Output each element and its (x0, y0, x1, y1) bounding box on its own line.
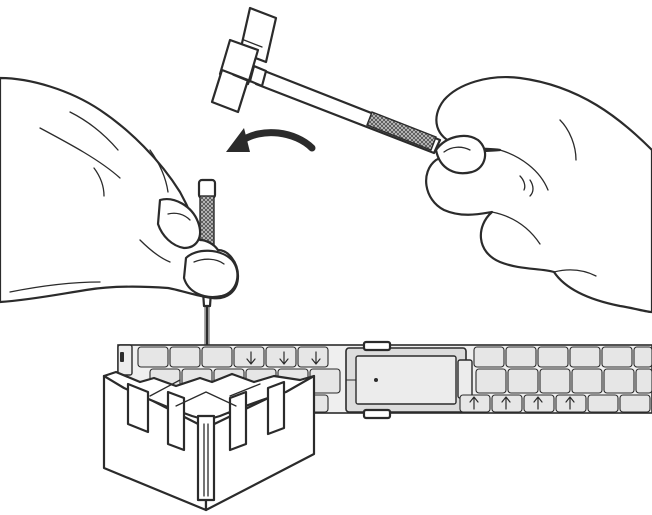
watch-bracelet (117, 340, 652, 420)
middle-row-links-right (475, 368, 652, 394)
link-arrow-icon (469, 396, 575, 410)
top-row-links-right (473, 346, 652, 368)
rotation-arrow-icon (226, 128, 316, 152)
link-arrow-icon (246, 351, 321, 365)
bracelet-clasp (345, 340, 473, 420)
top-row-links-left (137, 346, 329, 368)
left-hand-holding-pin (0, 76, 240, 304)
bottom-row-links-right (459, 394, 651, 413)
right-hand-holding-hammer (425, 76, 652, 314)
hammer-icon (210, 6, 442, 155)
bracelet-holder-icon (102, 370, 316, 512)
